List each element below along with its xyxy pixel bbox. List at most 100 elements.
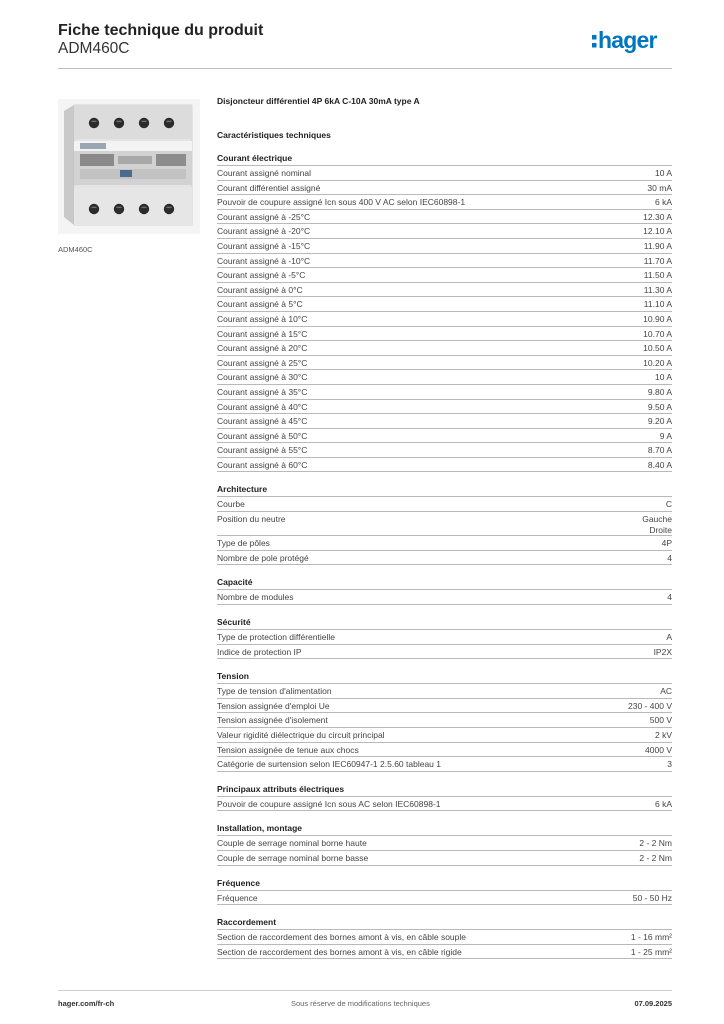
spec-row: Courant assigné à -5°C 11.50 A (217, 268, 672, 283)
spec-value: IP2X (653, 646, 672, 657)
spec-label: Tension assignée de tenue aux chocs (217, 744, 359, 755)
spec-value: 8.70 A (647, 445, 672, 456)
spec-value: 4P (661, 538, 672, 549)
spec-label: Couple de serrage nominal borne haute (217, 838, 367, 849)
spec-label: Courant assigné à -5°C (217, 270, 306, 281)
spec-label: Catégorie de surtension selon IEC60947-1… (217, 759, 441, 770)
spec-row: Section de raccordement des bornes amont… (217, 945, 672, 960)
spec-label: Courant assigné à -10°C (217, 255, 311, 266)
spec-value: 6 kA (654, 197, 672, 208)
spec-row: Courant différentiel assigné 30 mA (217, 181, 672, 196)
spec-label: Pouvoir de coupure assigné Icn sous AC s… (217, 798, 441, 809)
spec-value: 11.30 A (643, 284, 672, 295)
spec-label: Courant assigné nominal (217, 168, 312, 178)
footer-notice: Sous réserve de modifications techniques (291, 999, 430, 1008)
svg-text:hager: hager (598, 27, 657, 53)
footer-website[interactable]: hager.com/fr-ch (58, 999, 115, 1008)
spec-label: Nombre de modules (217, 592, 294, 603)
spec-row: Courant assigné à 20°C 10.50 A (217, 341, 672, 356)
spec-label: Courant assigné à 5°C (217, 299, 303, 310)
section-title: Architecture (217, 482, 672, 498)
section-title: Installation, montage (217, 821, 672, 837)
footer-divider (58, 990, 672, 991)
spec-value: 2 kV (654, 730, 672, 740)
spec-label: Courant assigné à 60°C (217, 459, 308, 470)
spec-label: Courant différentiel assigné (217, 182, 321, 193)
spec-value: 10.50 A (643, 343, 672, 354)
footer-date: 07.09.2025 (634, 999, 672, 1008)
spec-value: 1 - 16 mm² (630, 932, 672, 943)
spec-row: Courant assigné à 0°C 11.30 A (217, 283, 672, 298)
spec-label: Courant assigné à 20°C (217, 343, 308, 354)
spec-value: 11.50 A (643, 270, 672, 281)
spec-value: 12.30 A (643, 211, 672, 222)
spec-label: Courant assigné à 15°C (217, 328, 308, 339)
spec-label: Courant assigné à 0°C (217, 284, 303, 295)
spec-label: Courant assigné à 30°C (217, 372, 308, 383)
spec-label: Indice de protection IP (217, 646, 302, 657)
spec-label: Courant assigné à 55°C (217, 445, 308, 456)
spec-label: Courant assigné à 40°C (217, 401, 308, 412)
spec-row: Courant assigné à -10°C 11.70 A (217, 254, 672, 269)
section-title: Capacité (217, 575, 672, 591)
spec-row: Pouvoir de coupure assigné Icn sous 400 … (217, 195, 672, 210)
section-title: Principaux attributs électriques (217, 782, 672, 797)
spec-row: Fréquence 50 - 50 Hz (217, 891, 672, 906)
product-description: Disjoncteur différentiel 4P 6kA C-10A 30… (217, 96, 420, 106)
spec-label: Courant assigné à 25°C (217, 357, 308, 368)
spec-label: Valeur rigidité diélectrique du circuit … (217, 730, 385, 740)
spec-row: Section de raccordement des bornes amont… (217, 930, 672, 945)
section-title: Courant électrique (217, 151, 672, 166)
spec-row: Courant assigné à 55°C 8.70 A (217, 443, 672, 458)
specifications: Disjoncteur différentiel 4P 6kA C-10A 30… (217, 96, 672, 960)
spec-label: Tension assignée d'isolement (217, 715, 328, 726)
tech-heading: Caractéristiques techniques (217, 130, 331, 140)
spec-label: Courant assigné à 10°C (217, 313, 308, 324)
spec-value: C (665, 499, 672, 510)
hager-logo: hager (592, 27, 658, 53)
spec-label: Section de raccordement des bornes amont… (217, 932, 467, 943)
spec-value: 4000 V (645, 744, 672, 755)
spec-label: Courant assigné à 35°C (217, 386, 308, 397)
spec-row: Nombre de pole protégé 4 (217, 551, 672, 566)
product-reference: ADM460C (58, 40, 130, 57)
spec-value: 9.80 A (647, 386, 672, 397)
spec-label: Nombre de pole protégé (217, 552, 309, 563)
spec-row: Pouvoir de coupure assigné Icn sous AC s… (217, 797, 672, 812)
spec-label: Section de raccordement des bornes amont… (217, 946, 462, 957)
spec-value: 9 A (659, 430, 672, 441)
image-caption: ADM460C (58, 245, 93, 254)
spec-label: Courant assigné à 50°C (217, 430, 308, 441)
header-divider (58, 68, 672, 69)
spec-value: 4 (667, 552, 672, 563)
spec-label: Courant assigné à -15°C (217, 240, 311, 251)
section-title: Sécurité (217, 615, 672, 631)
spec-label: Fréquence (217, 892, 258, 903)
spec-value: 11.70 A (643, 255, 672, 266)
spec-label: Type de protection différentielle (217, 632, 335, 643)
spec-value: 50 - 50 Hz (632, 892, 672, 903)
spec-value: 30 mA (647, 182, 672, 193)
spec-row: Tension assignée de tenue aux chocs 4000 … (217, 743, 672, 758)
spec-row: Courant assigné à 50°C 9 A (217, 429, 672, 444)
spec-value: 10.70 A (643, 328, 672, 339)
spec-row: Courant assigné à 35°C 9.80 A (217, 385, 672, 400)
spec-row: Courant assigné à 15°C 10.70 A (217, 327, 672, 342)
